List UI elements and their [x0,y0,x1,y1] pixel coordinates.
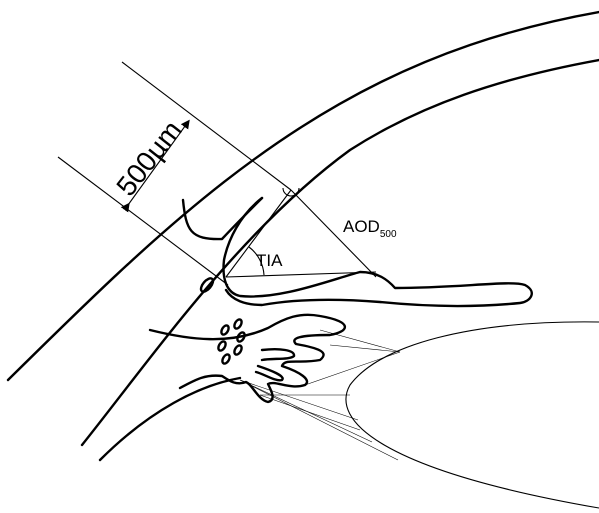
cornea-inner-curve [82,60,599,445]
ciliary-vessel [221,353,231,365]
ciliary-process-fold [262,349,294,360]
iris-root-curve [100,378,240,460]
ciliary-vessel [217,340,227,352]
aod-label: AOD500 [343,217,397,240]
aod-label-main: AOD [343,217,380,236]
schlemm-canal [199,276,215,293]
aod-label-subscript: 500 [380,229,397,240]
ciliary-vessel [233,344,243,356]
ciliary-vessel [233,318,243,330]
ciliary-process-fold-2 [256,366,283,380]
tia-label: TIA [256,251,283,270]
ciliary-body-outline [150,315,345,402]
ciliary-vessel [220,324,230,336]
distance-label: 500µm [110,115,187,202]
lens-outline [346,322,599,508]
